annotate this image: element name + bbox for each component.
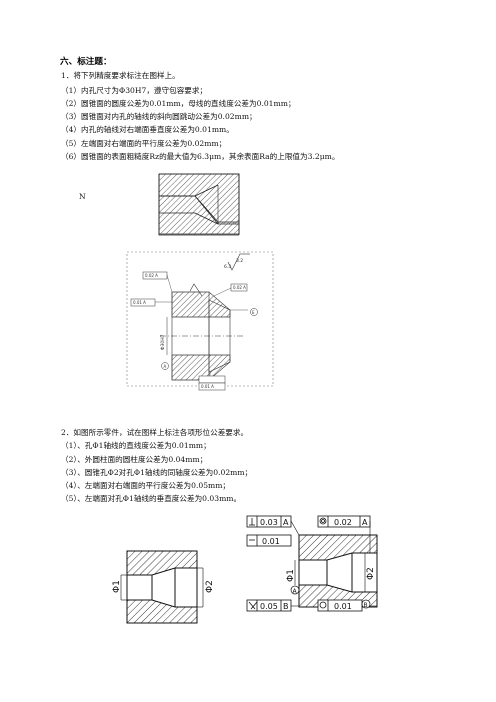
envelope-symbol: E bbox=[252, 310, 255, 315]
q1-title: 1．将下列精度要求标注在图样上。 bbox=[61, 71, 180, 80]
roughness-label-other: 3.2 bbox=[236, 258, 243, 264]
q2-item-2: （2）、外圆柱面的圆柱度公差为0.04mm； bbox=[61, 455, 208, 464]
q2-datum-a: A bbox=[293, 588, 298, 595]
fcf-cone: 0.02 A bbox=[233, 285, 246, 290]
q2-item-5: （5）、左端面对孔Φ1轴线的垂直度公差为0.03mm。 bbox=[61, 494, 242, 503]
q2-parallel-datum: B bbox=[283, 602, 289, 611]
q2-title: 2．如图所示零件，试在图样上标注各项形位公差要求。 bbox=[61, 428, 249, 437]
q1-item-5: （5）左端面对右端面的平行度公差为0.02mm； bbox=[61, 139, 227, 148]
q2-item-4: （4）、左端面对右端面的平行度公差为0.05mm； bbox=[61, 481, 231, 490]
q1-item-6: （6）圆锥面的表面粗糙度Rz的最大值为6.3μm，其余表面Ra的上限值为3.2μ… bbox=[61, 152, 340, 161]
hole-dimension: Φ30H7 bbox=[160, 334, 166, 350]
q1-item-2: （2）圆锥面的圆度公差为0.01mm，母线的直线度公差为0.01mm； bbox=[61, 99, 296, 108]
q2-perp-datum: A bbox=[283, 518, 289, 527]
q2-dia2-label: Φ2 bbox=[205, 580, 215, 593]
q2-coax-value: 0.02 bbox=[334, 518, 352, 527]
q2-answer-dia2: Φ2 bbox=[366, 567, 376, 580]
stray-mark: N bbox=[79, 192, 86, 201]
q2-answer-dia1: Φ1 bbox=[286, 569, 296, 582]
roughness-label-cone: 6.3 bbox=[224, 264, 231, 270]
q2-parallel-value: 0.05 bbox=[260, 602, 278, 611]
fcf-left: 0.01 A bbox=[133, 300, 146, 305]
q2-item-1: （1）、孔Φ1轴线的直线度公差为0.01mm； bbox=[61, 441, 211, 450]
q1-item-4: （4）内孔的轴线对右端面垂直度公差为0.01mm。 bbox=[61, 125, 234, 134]
q2-perp-value: 0.03 bbox=[260, 518, 278, 527]
q2-dia1-label: Φ1 bbox=[112, 580, 122, 593]
q2-straight-value: 0.01 bbox=[262, 537, 280, 546]
fcf-top-left: 0.02 A bbox=[145, 273, 158, 278]
section-heading: 六、标注题： bbox=[60, 57, 112, 67]
q2-item-3: （3）、圆锥孔Φ2对孔Φ1轴线的同轴度公差为0.02mm； bbox=[61, 468, 253, 477]
datum-a-label: A bbox=[164, 364, 167, 369]
q2-coax-datum: A bbox=[362, 518, 368, 527]
q1-item-1: （1）内孔尺寸为Φ30H7，遵守包容要求； bbox=[61, 86, 208, 95]
q2-cyl-value: 0.01 bbox=[334, 602, 352, 611]
q1-item-3: （3）圆锥面对内孔的轴线的斜向圆跳动公差为0.02mm； bbox=[61, 112, 257, 121]
fcf-bottom: 0.01 A bbox=[201, 384, 214, 389]
q2-datum-b: B bbox=[364, 602, 368, 609]
